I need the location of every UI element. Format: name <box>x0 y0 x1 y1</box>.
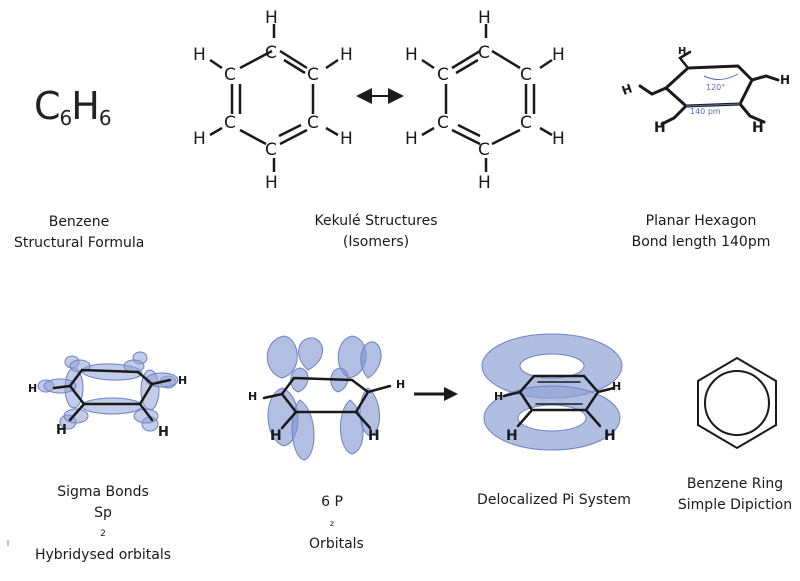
hydrogen-atom: H <box>405 45 418 65</box>
hydrogen-atom: H <box>396 378 405 391</box>
kekule-structure-left <box>209 24 339 172</box>
carbon-atom: C <box>437 65 449 85</box>
carbon-atom: C <box>478 43 490 63</box>
caption-structural-formula: Benzene Structural Formula <box>14 214 145 251</box>
benzene-ring-simple <box>697 356 777 450</box>
hydrogen-atom: H <box>494 390 503 403</box>
hydrogen-atom: H <box>193 45 206 65</box>
carbon-atom: C <box>224 65 236 85</box>
carbon-atom: C <box>478 140 490 160</box>
hydrogen-atom: H <box>265 8 278 28</box>
hydrogen-atom: H <box>340 129 353 149</box>
hydrogen-atom: H <box>478 173 491 193</box>
planar-hexagon: 120° 140 pm H H H H H <box>620 46 790 136</box>
hydrogen-atom: H <box>678 46 686 57</box>
process-arrow <box>414 387 458 401</box>
pz-orbitals-model: H H H H <box>248 335 405 461</box>
hydrogen-atom: H <box>405 129 418 149</box>
bond-angle-label: 120° <box>706 83 725 92</box>
carbon-atom: C <box>307 65 319 85</box>
hydrogen-atom: H <box>780 73 790 87</box>
carbon-atom: C <box>265 140 277 160</box>
hydrogen-atom: H <box>340 45 353 65</box>
hydrogen-atom: H <box>478 8 491 28</box>
delocalized-pi-model: H H H H <box>481 333 623 451</box>
carbon-atom: C <box>265 43 277 63</box>
hydrogen-atom: H <box>193 129 206 149</box>
hydrogen-atom: H <box>28 382 37 395</box>
hydrogen-atom: H <box>612 380 621 393</box>
hydrogen-atom: H <box>552 129 565 149</box>
hydrogen-atom: H <box>270 428 282 444</box>
hydrogen-atom: H <box>604 428 616 444</box>
kekule-structure-right <box>421 24 553 172</box>
carbon-atom: C <box>520 113 532 133</box>
caption-delocalized-pi: Delocalized Pi System <box>477 492 631 508</box>
bond-length-label: 140 pm <box>690 107 721 116</box>
caption-benzene-ring: Benzene Ring Simple Dipiction <box>677 476 793 513</box>
chemical-formula: C6H6 <box>34 84 112 130</box>
kekule-left-atoms: H C C C C C C H H H H H <box>193 8 353 193</box>
carbon-atom: C <box>437 113 449 133</box>
hydrogen-atom: H <box>56 423 67 438</box>
caption-planar-hexagon: Planar Hexagon Bond length 140pm <box>631 213 771 250</box>
hydrogen-atom: H <box>248 390 257 403</box>
hydrogen-atom: H <box>265 173 278 193</box>
hydrogen-atom: H <box>552 45 565 65</box>
carbon-atom: C <box>307 113 319 133</box>
hydrogen-atom: H <box>158 425 169 440</box>
sigma-bonds-model: H H H H <box>28 351 187 440</box>
caption-kekule-structures: Kekulé Structures (Isomers) <box>314 213 438 250</box>
hydrogen-atom: H <box>178 374 187 387</box>
kekule-right-atoms: H C C C C C C H H H H H <box>405 8 565 193</box>
hydrogen-atom: H <box>752 120 764 136</box>
carbon-atom: C <box>224 113 236 133</box>
hydrogen-atom: H <box>506 428 518 444</box>
hydrogen-atom: H <box>620 81 634 98</box>
hydrogen-atom: H <box>654 120 666 136</box>
hydrogen-atom: H <box>368 428 380 444</box>
carbon-atom: C <box>520 65 532 85</box>
